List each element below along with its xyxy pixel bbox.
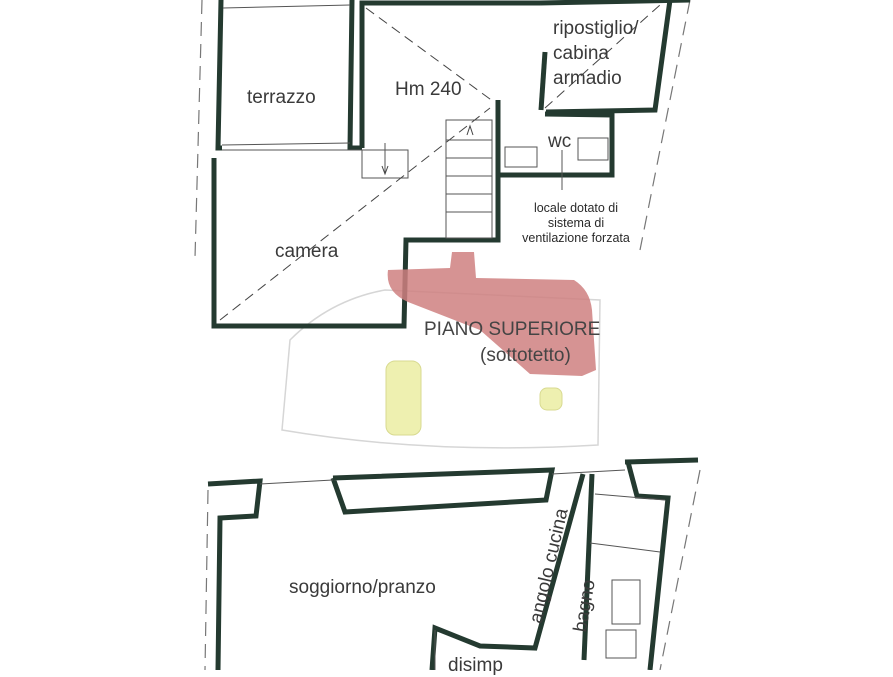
lower-thin-lines xyxy=(259,469,666,670)
room-label-camera: camera xyxy=(275,241,339,262)
lower-floor-walls xyxy=(207,457,699,670)
ripostiglio-line-3: armadio xyxy=(553,68,622,89)
room-label-terrazzo: terrazzo xyxy=(247,87,316,108)
overlay-red-marker xyxy=(387,252,596,376)
overlay-subtitle: (sottotetto) xyxy=(480,345,571,366)
stair-arrows xyxy=(381,124,474,176)
room-label-soggiorno: soggiorno/pranzo xyxy=(289,577,436,598)
ventilation-note: locale dotato di sistema di ventilazione… xyxy=(508,201,644,246)
upper-thin-lines xyxy=(221,4,609,239)
overlay-yellow-marker-small xyxy=(539,387,563,411)
note-line-2: sistema di xyxy=(547,216,605,230)
room-label-wc: wc xyxy=(548,131,572,152)
room-label-height: Hm 240 xyxy=(395,79,462,100)
overlay-title: PIANO SUPERIORE xyxy=(424,319,601,340)
ripostiglio-line-1: ripostiglio/ xyxy=(553,18,639,39)
note-line-3: ventilazione forzata xyxy=(522,231,630,245)
overlay-yellow-marker-large xyxy=(385,360,422,436)
note-line-1: locale dotato di xyxy=(533,201,619,215)
ripostiglio-line-2: cabina xyxy=(553,43,609,64)
room-label-ripostiglio: ripostiglio/ cabina armadio xyxy=(553,16,639,91)
property-boundary-dashed xyxy=(194,0,701,670)
upper-dashed-diagonals xyxy=(219,4,661,321)
room-label-disimp: disimp xyxy=(448,655,503,676)
